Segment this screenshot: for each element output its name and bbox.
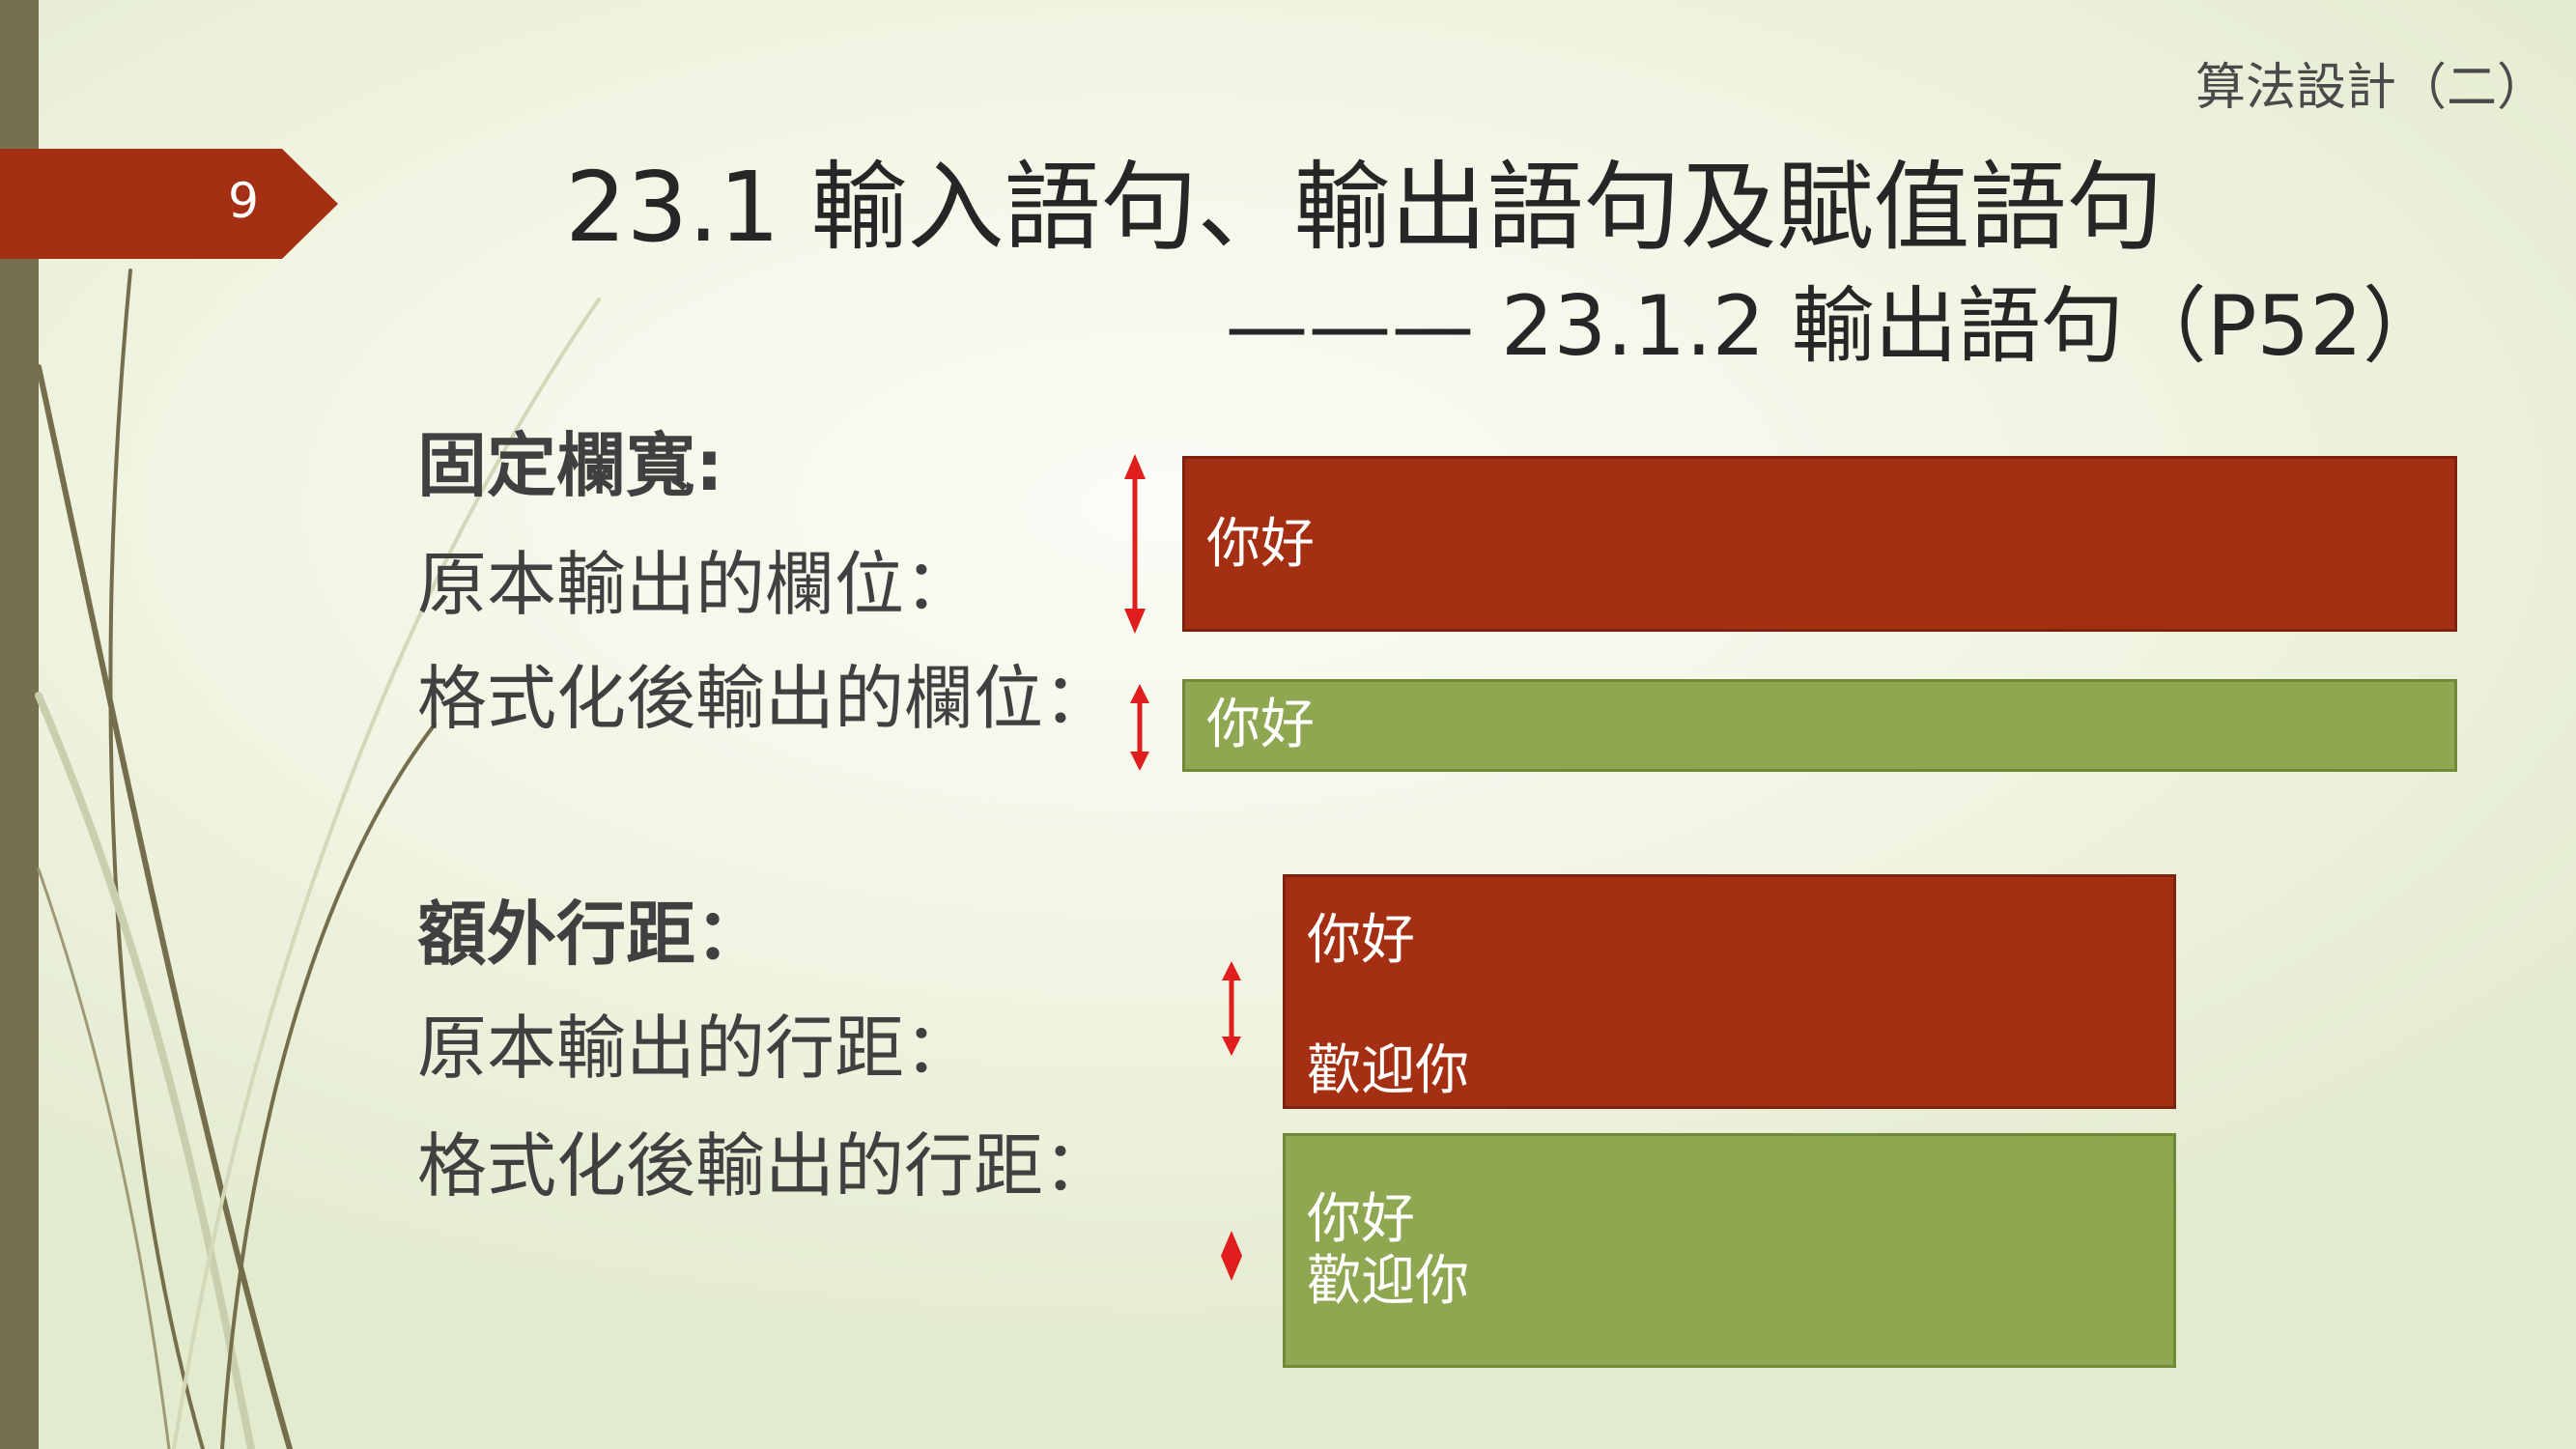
- formatted-spacing-label: 格式化後輸出的行距：: [417, 1125, 1114, 1207]
- double-arrow-icon: [1221, 1231, 1242, 1281]
- formatted-field-text: 你好: [1206, 694, 1315, 756]
- formatted-spacing-box: 你好 歡迎你: [1283, 1133, 2176, 1368]
- double-arrow-icon: [1124, 454, 1146, 634]
- formatted-field-label: 格式化後輸出的欄位：: [417, 658, 1114, 739]
- page-subtitle: ——— 23.1.2 輸出語句（P52）: [1225, 278, 2446, 375]
- formatted-spacing-line2: 歡迎你: [1307, 1250, 1469, 1313]
- slide-number-tab: [0, 149, 338, 259]
- original-spacing-label: 原本輸出的行距：: [417, 1008, 975, 1089]
- original-field-label: 原本輸出的欄位：: [417, 544, 975, 625]
- original-field-text: 你好: [1206, 513, 1315, 576]
- original-spacing-line2: 歡迎你: [1307, 1039, 1469, 1102]
- original-spacing-line1: 你好: [1307, 909, 1415, 972]
- course-title: 算法設計（二）: [2194, 59, 2547, 117]
- original-field-box: 你好: [1182, 456, 2457, 632]
- formatted-field-box: 你好: [1182, 679, 2457, 772]
- slide-number: 9: [228, 173, 259, 229]
- page-title: 23.1 輸入語句、輸出語句及賦值語句: [565, 151, 2164, 264]
- line-spacing-heading: 額外行距：: [417, 894, 766, 975]
- original-spacing-box: 你好 歡迎你: [1283, 874, 2176, 1109]
- double-arrow-icon: [1222, 961, 1241, 1056]
- double-arrow-icon: [1130, 684, 1149, 771]
- formatted-spacing-line1: 你好: [1307, 1188, 1415, 1251]
- fixed-width-heading: 固定欄寬:: [417, 425, 723, 506]
